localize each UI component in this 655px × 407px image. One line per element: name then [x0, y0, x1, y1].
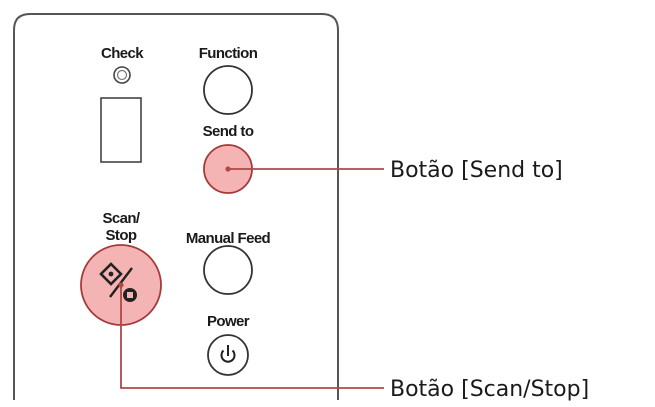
- power-icon: [220, 345, 236, 363]
- check-label: Check: [101, 45, 144, 62]
- send-to-leader-dot: [225, 166, 231, 172]
- manual-feed-label: Manual Feed: [186, 230, 271, 247]
- led-indicator-icon: [113, 66, 131, 84]
- function-button[interactable]: [203, 65, 253, 115]
- scan-stop-leader-line: [120, 285, 384, 389]
- manual-feed-button[interactable]: [203, 245, 253, 295]
- scan-stop-label-line2: Stop: [106, 227, 137, 244]
- scan-stop-leader-dot: [118, 282, 124, 288]
- function-label: Function: [199, 45, 258, 62]
- display-window: [100, 97, 142, 163]
- scan-stop-callout: Botão [Scan/Stop]: [390, 377, 589, 402]
- send-to-label: Send to: [203, 123, 254, 140]
- send-to-callout: Botão [Send to]: [390, 158, 563, 183]
- power-label: Power: [207, 313, 250, 330]
- operator-panel-outline: [13, 13, 339, 400]
- scan-stop-icon: [99, 262, 137, 302]
- scan-stop-label-line1: Scan/: [102, 210, 140, 227]
